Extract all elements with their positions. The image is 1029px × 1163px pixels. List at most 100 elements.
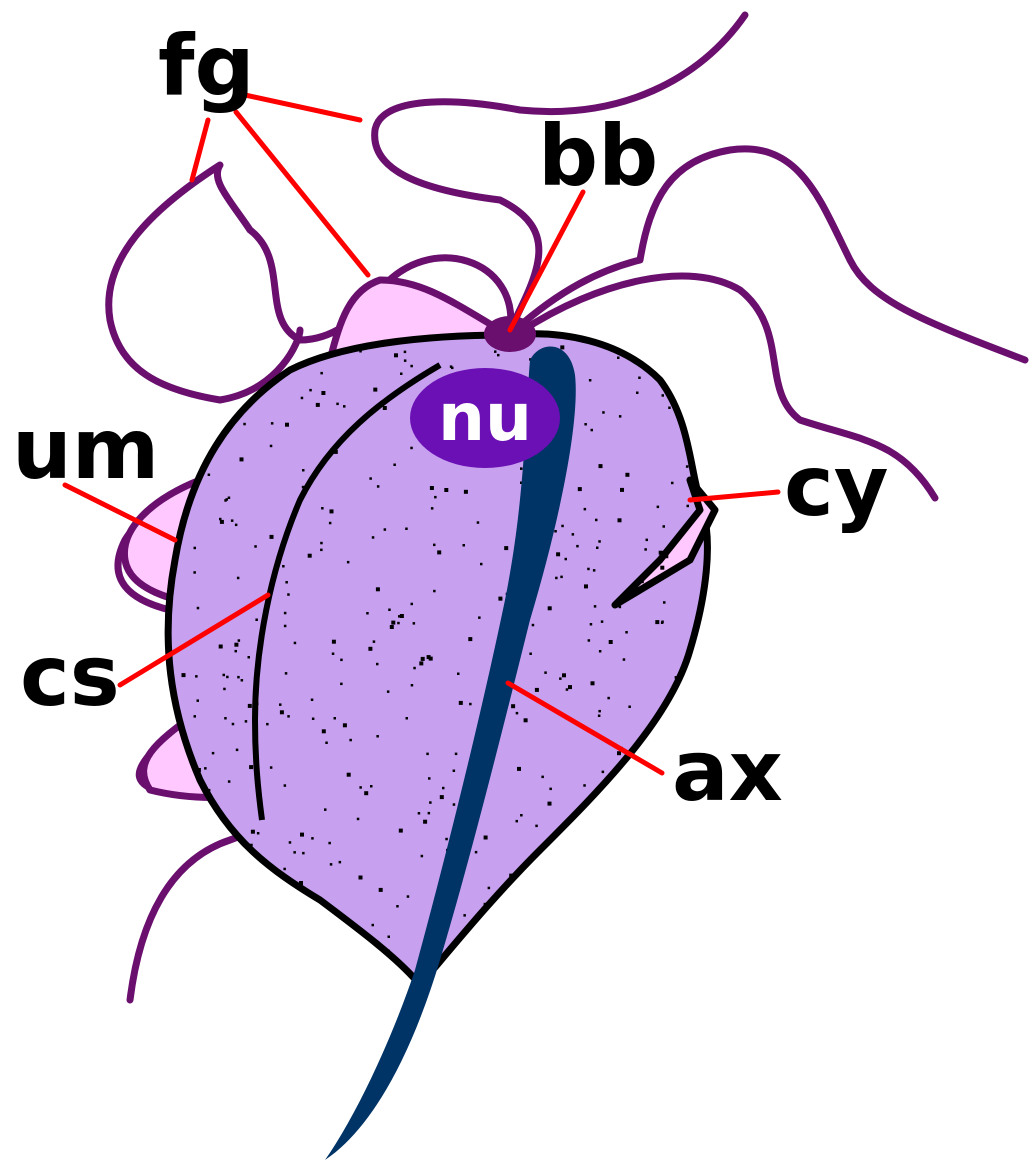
granule-dot <box>556 552 560 556</box>
granule-dot <box>308 554 312 558</box>
granule-dot <box>618 518 622 522</box>
granule-dot <box>283 868 286 871</box>
granule-dot <box>421 657 425 661</box>
granule-dot <box>418 812 421 815</box>
granule-dot <box>598 715 601 718</box>
granule-dot <box>668 407 671 410</box>
granule-dot <box>320 542 323 545</box>
granule-dot <box>475 851 478 854</box>
granule-dot <box>584 584 588 588</box>
granule-dot <box>297 502 300 505</box>
granule-dot <box>469 703 472 706</box>
granule-dot <box>625 473 629 477</box>
label-nu: nu <box>438 379 532 456</box>
granule-dot <box>238 639 241 642</box>
granule-dot <box>657 506 660 509</box>
granule-dot <box>589 379 592 382</box>
granule-dot <box>219 645 223 649</box>
granule-dot <box>426 753 429 756</box>
granule-dot <box>384 528 387 531</box>
granule-dot <box>255 619 258 622</box>
granule-dot <box>349 739 352 742</box>
granule-dot <box>644 548 647 551</box>
label-ax: ax <box>672 722 783 820</box>
granule-dot <box>248 656 251 659</box>
granule-dot <box>257 832 260 835</box>
granule-dot <box>373 640 376 643</box>
granule-dot <box>383 406 387 410</box>
granule-dot <box>544 671 547 674</box>
granule-dot <box>511 704 515 708</box>
granule-dot <box>560 576 563 579</box>
granule-dot <box>583 784 586 787</box>
granule-dot <box>208 789 211 792</box>
granule-dot <box>620 488 624 492</box>
granule-dot <box>480 563 483 566</box>
granule-dot <box>284 612 287 615</box>
granule-dot <box>224 717 227 720</box>
granule-dot <box>450 365 453 368</box>
granule-dot <box>343 723 347 727</box>
granule-dot <box>224 499 227 502</box>
granule-dot <box>366 612 369 615</box>
granule-dot <box>636 392 639 395</box>
granule-dot <box>535 688 539 692</box>
granule-dot <box>194 715 197 718</box>
granule-dot <box>509 874 513 878</box>
basal-body <box>484 316 536 352</box>
granule-dot <box>284 625 287 628</box>
granule-dot <box>599 650 602 653</box>
granule-dot <box>231 519 234 522</box>
granule-dot <box>250 844 253 847</box>
granule-dot <box>334 717 337 720</box>
granule-dot <box>377 485 380 488</box>
granule-dot <box>406 717 409 720</box>
granule-dot <box>617 751 621 755</box>
granule-dot <box>601 620 604 623</box>
granule-dot <box>280 710 284 714</box>
granule-dot <box>524 718 528 722</box>
granule-dot <box>294 642 297 645</box>
granule-dot <box>411 684 414 687</box>
granule-dot <box>578 487 582 491</box>
granule-dot <box>675 676 678 679</box>
granule-dot <box>646 539 649 542</box>
granule-dot <box>400 373 403 376</box>
granule-dot <box>251 830 255 834</box>
granule-dot <box>602 771 605 774</box>
granule-dot <box>599 464 603 468</box>
granule-dot <box>663 601 666 604</box>
granule-dot <box>444 488 448 492</box>
granule-dot <box>404 359 407 362</box>
granule-dot <box>248 704 252 708</box>
granule-dot <box>194 547 197 550</box>
granule-dot <box>237 577 240 580</box>
granule-dot <box>413 667 416 670</box>
granule-dot <box>562 673 566 677</box>
granule-dot <box>430 486 434 490</box>
granule-dot <box>240 457 244 461</box>
granule-dot <box>376 663 379 666</box>
granule-dot <box>659 551 663 555</box>
granule-dot <box>287 593 290 596</box>
granule-dot <box>330 509 334 513</box>
granule-dot <box>566 688 569 691</box>
granule-dot <box>332 640 336 644</box>
granule-dot <box>561 525 564 528</box>
granule-dot <box>498 597 502 601</box>
granule-dot <box>302 852 305 855</box>
granule-dot <box>197 768 201 772</box>
granule-dot <box>478 616 481 619</box>
granule-dot <box>686 465 689 468</box>
granule-dot <box>529 653 532 656</box>
granule-dot <box>457 673 460 676</box>
granule-dot <box>379 888 383 892</box>
granule-dot <box>520 814 523 817</box>
granule-dot <box>391 621 395 625</box>
granule-dot <box>329 522 332 525</box>
granule-dot <box>640 579 644 583</box>
granule-dot <box>322 729 326 733</box>
granule-dot <box>376 735 379 738</box>
granule-dot <box>661 621 664 624</box>
